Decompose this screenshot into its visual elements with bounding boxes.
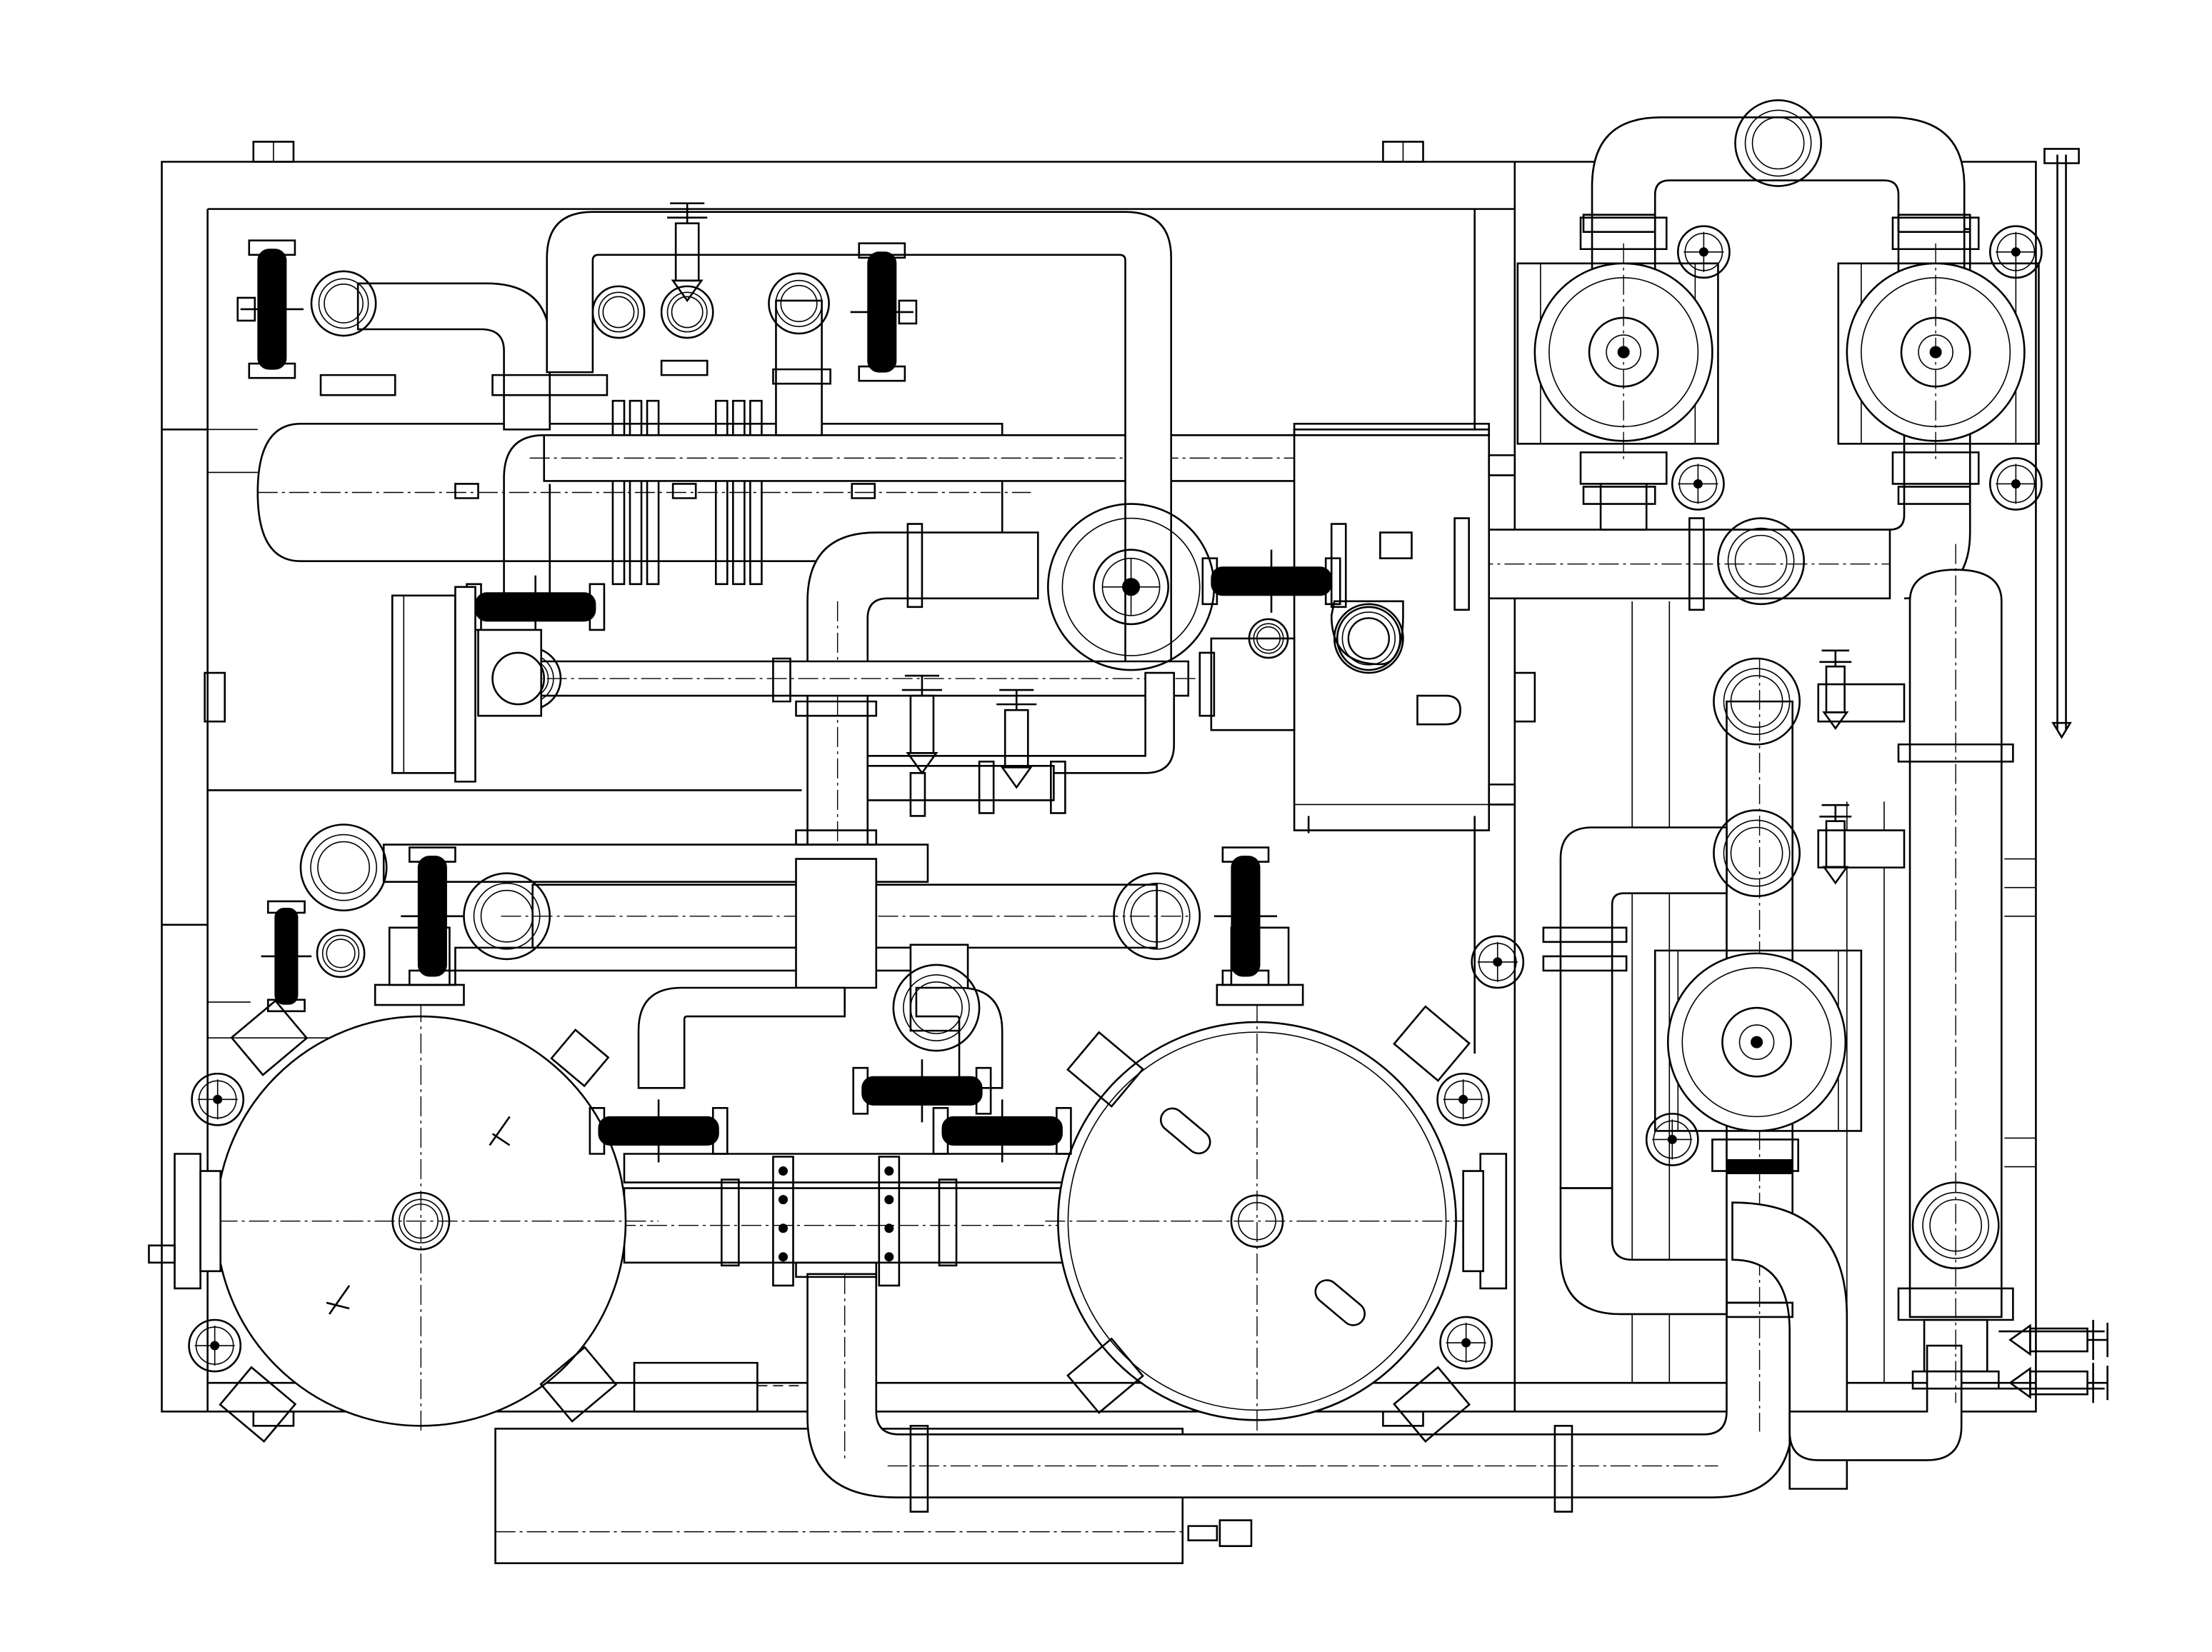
filter-bottom [1646,951,1861,1174]
vertical-column [1898,544,2108,1403]
valves [238,204,1852,1163]
tank-right [1045,928,1506,1441]
filter-top-right [1838,218,2042,510]
tank-left [149,928,659,1441]
filter-top-left [1518,218,1730,530]
pipe-joints [321,215,1970,1512]
control-box [1200,424,1515,833]
